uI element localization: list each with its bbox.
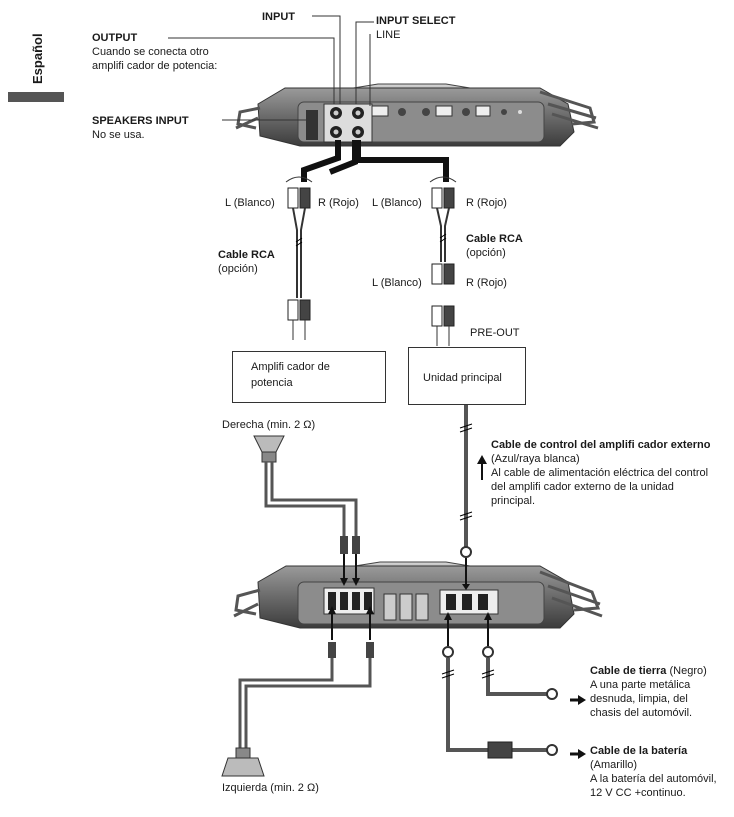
- cable-rca-label: Cable RCA: [218, 249, 275, 261]
- ground-cable-desc-1: A una parte metálica: [590, 679, 691, 691]
- right-red-label: R (Rojo): [318, 197, 359, 209]
- speakers-input-label: SPEAKERS INPUT: [92, 115, 189, 127]
- left-speaker: [221, 606, 374, 777]
- remote-cable-title: Cable de control del amplifi cador exter…: [491, 439, 711, 451]
- cable-rca-label-2: Cable RCA: [466, 233, 523, 245]
- remote-cable-desc-1: Al cable de alimentación eléctrica del c…: [491, 467, 709, 479]
- output-desc-1: Cuando se conecta otro: [92, 46, 209, 58]
- right-red-label-3: R (Rojo): [466, 277, 507, 289]
- rca-cable-left: [285, 176, 313, 340]
- right-speaker-label: Derecha (min. 2 Ω): [222, 419, 316, 431]
- output-label: OUTPUT: [92, 32, 138, 44]
- input-cables: [301, 140, 449, 182]
- language-tab-marker: [8, 92, 64, 102]
- ground-cable-desc-2: desnuda, limpia, del: [590, 693, 688, 705]
- head-unit-box: Unidad principal: [408, 347, 526, 405]
- battery-cable-desc-2: 12 V CC +continuo.: [590, 787, 686, 799]
- head-unit-label: Unidad principal: [423, 372, 502, 384]
- battery-cable-title: Cable de la batería: [590, 745, 688, 757]
- left-white-label-3: L (Blanco): [372, 277, 422, 289]
- right-speaker: [253, 435, 360, 586]
- power-amplifier-line-2: potencia: [251, 377, 293, 389]
- bottom-amplifier: [233, 561, 603, 629]
- battery-cable-color: (Amarillo): [590, 759, 638, 771]
- ground-cable-desc-3: chasis del automóvil.: [590, 707, 693, 719]
- remote-cable-desc-2: del amplifi cador externo de la unidad: [491, 481, 674, 493]
- leader-lines: [168, 15, 374, 121]
- remote-cable: [459, 404, 487, 590]
- right-red-label-2: R (Rojo): [466, 197, 507, 209]
- ground-cable-title: Cable de tierra (Negro): [590, 664, 707, 678]
- remote-cable-desc-3: principal.: [491, 495, 536, 507]
- remote-cable-color: (Azul/raya blanca): [491, 453, 580, 465]
- top-amplifier: [235, 83, 599, 147]
- pre-out-label: PRE-OUT: [470, 327, 520, 339]
- output-desc-2: amplifi cador de potencia:: [92, 60, 218, 72]
- power-amplifier-line-1: Amplifi cador de: [251, 361, 330, 373]
- power-cables: [441, 612, 586, 759]
- ground-cable-name: Cable de tierra: [590, 665, 667, 677]
- ground-cable-color: (Negro): [666, 665, 707, 677]
- rca-cable-right: [429, 176, 457, 346]
- battery-cable-desc-1: A la batería del automóvil,: [590, 773, 717, 785]
- left-white-label-2: L (Blanco): [372, 197, 422, 209]
- left-white-label: L (Blanco): [225, 197, 275, 209]
- power-amplifier-box: Amplifi cador de potencia: [232, 351, 386, 403]
- cable-rca-option: (opción): [218, 263, 258, 275]
- line-label: LINE: [376, 29, 401, 41]
- left-speaker-label: Izquierda (min. 2 Ω): [222, 782, 319, 794]
- input-select-label: INPUT SELECT: [376, 15, 456, 27]
- speakers-input-desc: No se usa.: [92, 129, 145, 141]
- cable-rca-option-2: (opción): [466, 247, 506, 259]
- input-label: INPUT: [262, 11, 295, 23]
